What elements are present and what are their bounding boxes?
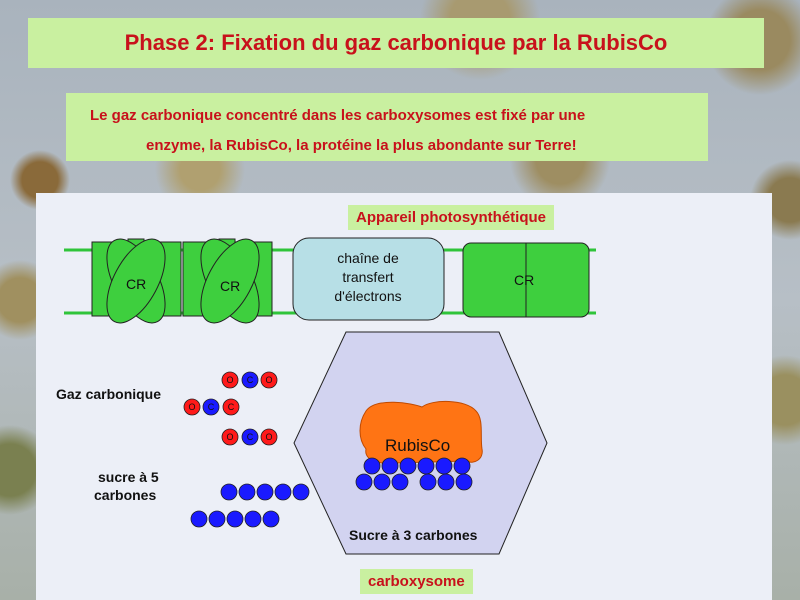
- co2-molecule-2: [183, 398, 240, 416]
- atom-o: O: [226, 375, 233, 385]
- atom-o: O: [226, 432, 233, 442]
- cr-complex-2: [182, 238, 273, 324]
- atom-o: O: [265, 375, 272, 385]
- cr-label-2: CR: [220, 278, 240, 294]
- atom-c: C: [247, 375, 254, 385]
- sugar-3c-2: [419, 473, 473, 491]
- atom-c: C: [208, 402, 215, 412]
- carboxysome-label: carboxysome: [360, 569, 473, 594]
- atom-c: C: [247, 432, 254, 442]
- sugar5-label-2: carbones: [94, 487, 157, 503]
- rubisco-label: RubisCo: [385, 436, 450, 455]
- chain-label-3: d'électrons: [334, 288, 401, 304]
- cr-label-3: CR: [514, 272, 534, 288]
- cr-complex-3: [462, 242, 590, 318]
- cr-complex-1: [91, 238, 182, 324]
- sugar-on-rubisco-top: [363, 457, 471, 475]
- atom-c: C: [228, 402, 235, 412]
- cr-label-1: CR: [126, 276, 146, 292]
- sugar-5c-2: [190, 510, 280, 528]
- page-title: Phase 2: Fixation du gaz carbonique par …: [124, 30, 668, 55]
- gas-label: Gaz carbonique: [56, 386, 162, 402]
- sugar-3c-1: [355, 473, 409, 491]
- diagram-text: CR CR CR chaîne de transfert d'électrons…: [126, 250, 534, 455]
- chain-label-2: transfert: [342, 269, 393, 285]
- co2-molecule-1: [221, 371, 278, 389]
- appareil-label: Appareil photosynthétique: [348, 205, 555, 230]
- diagram-panel: CR CR CR chaîne de transfert d'électrons…: [36, 193, 772, 600]
- electron-chain-box: [292, 237, 445, 321]
- diagram-svg: CR CR CR chaîne de transfert d'électrons…: [64, 237, 596, 555]
- chain-label-1: chaîne de: [337, 250, 399, 266]
- co2-molecule-3: [221, 428, 278, 446]
- atom-o: O: [265, 432, 272, 442]
- atom-o: O: [188, 402, 195, 412]
- intro-line-2: enzyme, la RubisCo, la protéine la plus …: [146, 137, 577, 154]
- sugar5-label-1: sucre à 5: [98, 469, 159, 485]
- intro-box: Le gaz carbonique concentré dans les car…: [66, 93, 708, 161]
- rubisco-enzyme: [359, 401, 483, 464]
- sugar3-label: Sucre à 3 carbones: [349, 527, 478, 543]
- sugar-5c-1: [220, 483, 310, 501]
- intro-line-1: Le gaz carbonique concentré dans les car…: [90, 107, 586, 124]
- atom-letters: O C O O C C O C O: [188, 375, 272, 442]
- title-banner: Phase 2: Fixation du gaz carbonique par …: [28, 18, 764, 68]
